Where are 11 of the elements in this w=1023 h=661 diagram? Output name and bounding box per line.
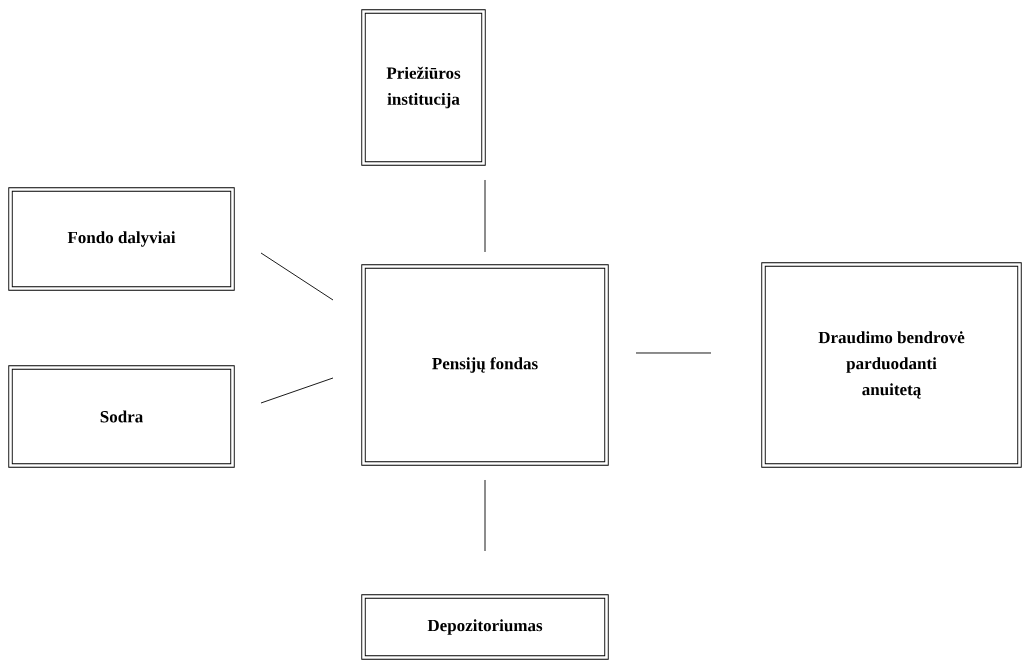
text-box: Sodra [8, 365, 235, 468]
connector-line [484, 479, 486, 552]
connector-line [635, 352, 712, 354]
text-box: Fondo dalyviai [8, 187, 235, 291]
connector-line [260, 377, 334, 404]
text-box: Draudimo bendrovė parduodanti anuitetą [761, 262, 1022, 468]
connector-line [260, 252, 334, 301]
text-box: Depozitoriumas [361, 594, 609, 660]
text-box: Pensijų fondas [361, 264, 609, 466]
connector-line [484, 179, 486, 253]
text-box: Priežiūros institucija [361, 9, 486, 166]
